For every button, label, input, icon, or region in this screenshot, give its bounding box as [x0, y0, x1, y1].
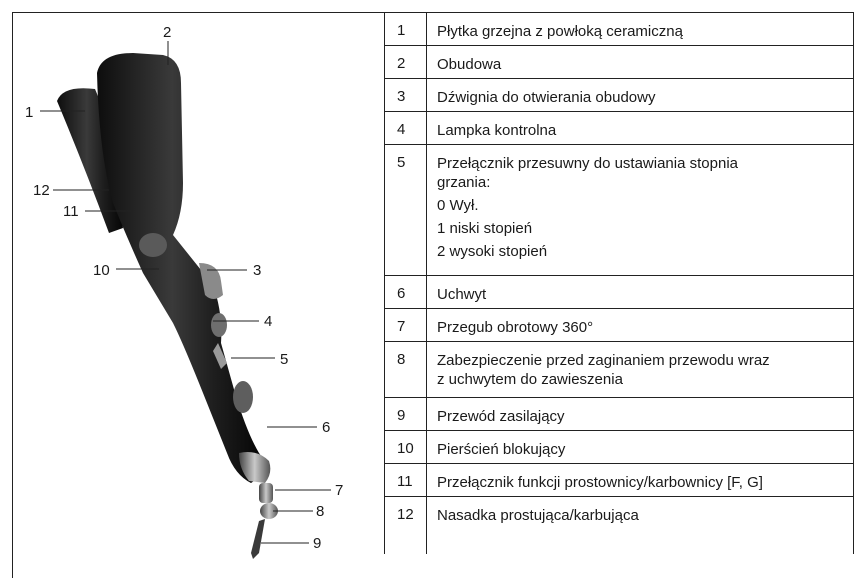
indicator-lamp-shape	[211, 313, 227, 337]
callout-1: 1	[25, 105, 33, 120]
callout-9: 9	[313, 536, 321, 551]
part-number: 2	[385, 46, 427, 79]
table-row: 10 Pierścień blokujący	[385, 431, 854, 464]
part-description: Przegub obrotowy 360°	[427, 309, 854, 342]
callout-8: 8	[316, 504, 324, 519]
part-description: Lampka kontrolna	[427, 112, 854, 145]
table-row: 2 Obudowa	[385, 46, 854, 79]
callout-2: 2	[163, 25, 171, 40]
part-number: 7	[385, 309, 427, 342]
table-row: 11 Przełącznik funkcji prostownicy/karbo…	[385, 464, 854, 497]
part-number: 5	[385, 145, 427, 276]
part-description: Obudowa	[427, 46, 854, 79]
cable-shape	[251, 519, 265, 559]
part-description: Nasadka prostująca/karbująca	[427, 497, 854, 554]
hair-straightener-drawing	[13, 13, 384, 578]
part-number: 3	[385, 79, 427, 112]
part-number: 8	[385, 342, 427, 398]
part-number: 10	[385, 431, 427, 464]
part-number: 9	[385, 398, 427, 431]
part-number: 11	[385, 464, 427, 497]
tip-shape	[239, 452, 270, 483]
part-description: Pierścień blokujący	[427, 431, 854, 464]
table-row: 4 Lampka kontrolna	[385, 112, 854, 145]
part-number: 1	[385, 13, 427, 46]
table-row: 9 Przewód zasilający	[385, 398, 854, 431]
part-description: Płytka grzejna z powłoką ceramiczną	[427, 13, 854, 46]
callout-6: 6	[322, 420, 330, 435]
part-description: Zabezpieczenie przed zaginaniem przewodu…	[427, 342, 854, 398]
table-row: 1 Płytka grzejna z powłoką ceramiczną	[385, 13, 854, 46]
part-description: Przełącznik funkcji prostownicy/karbowni…	[427, 464, 854, 497]
callout-11: 11	[63, 204, 79, 219]
part-number: 4	[385, 112, 427, 145]
parts-table: 1 Płytka grzejna z powłoką ceramiczną 2 …	[384, 12, 854, 554]
part-description: Dźwignia do otwierania obudowy	[427, 79, 854, 112]
callout-4: 4	[264, 314, 272, 329]
device-illustration: 1 2 3 4 5 6 7 8 9 10 11 12	[13, 13, 384, 578]
callout-7: 7	[335, 483, 343, 498]
swivel-joint-shape	[259, 483, 273, 503]
part-description: Przełącznik przesuwny do ustawiania stop…	[427, 145, 854, 276]
part-number: 12	[385, 497, 427, 554]
lock-ring-shape	[139, 233, 167, 257]
grip-highlight-shape	[233, 381, 253, 413]
housing-shape	[97, 53, 264, 483]
table-row: 12 Nasadka prostująca/karbująca	[385, 497, 854, 554]
table-row: 6 Uchwyt	[385, 276, 854, 309]
callout-5: 5	[280, 352, 288, 367]
table-row: 8 Zabezpieczenie przed zaginaniem przewo…	[385, 342, 854, 398]
table-row: 3 Dźwignia do otwierania obudowy	[385, 79, 854, 112]
table-row: 7 Przegub obrotowy 360°	[385, 309, 854, 342]
callout-10: 10	[93, 263, 110, 278]
table-row: 5 Przełącznik przesuwny do ustawiania st…	[385, 145, 854, 276]
callout-3: 3	[253, 263, 261, 278]
part-description: Przewód zasilający	[427, 398, 854, 431]
part-description: Uchwyt	[427, 276, 854, 309]
callout-12: 12	[33, 183, 50, 198]
part-number: 6	[385, 276, 427, 309]
